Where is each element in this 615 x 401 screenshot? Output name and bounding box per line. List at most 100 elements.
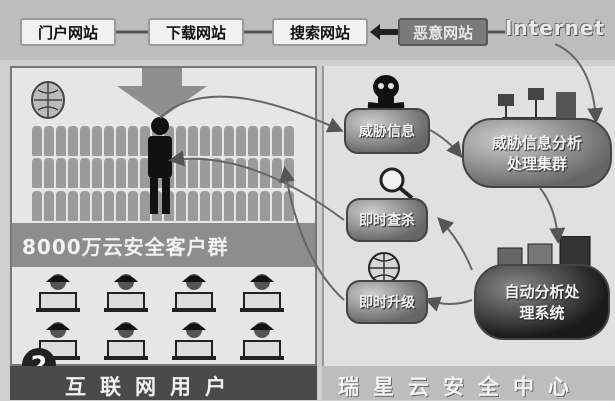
crowd-person — [56, 190, 66, 221]
crowd-person — [116, 190, 126, 221]
crowd-person — [68, 190, 78, 221]
crowd-person — [212, 158, 222, 189]
crowd-person — [272, 190, 282, 221]
crowd-person — [176, 190, 186, 221]
analysis-cluster-label: 威胁信息分析处理集群 — [491, 134, 582, 173]
crowd-person — [80, 126, 90, 156]
crowd-person — [260, 190, 270, 221]
crowd-person — [212, 190, 222, 221]
laptop-user-icon — [104, 322, 148, 360]
crowd-person — [200, 126, 210, 156]
auto-analysis-label: 自动分析处理系统 — [504, 283, 580, 322]
crowd-person — [188, 126, 198, 156]
crowd-person — [92, 190, 102, 221]
laptop-user-icon — [240, 322, 284, 360]
download-site-label: 下载网站 — [165, 23, 226, 42]
crowd-person — [248, 190, 258, 221]
crowd-person — [104, 158, 114, 189]
crowd-person — [188, 158, 198, 189]
top-bar: 门户网站 下载网站 搜索网站 恶意网站 Internet — [0, 0, 615, 60]
download-site-box: 下载网站 — [148, 18, 244, 46]
portal-site-box: 门户网站 — [20, 18, 116, 46]
threat-info-label: 威胁信息 — [359, 124, 415, 140]
auto-analysis-node: 自动分析处理系统 — [474, 264, 610, 340]
crowd-person — [140, 190, 150, 221]
laptop-user-icon — [172, 274, 216, 312]
instant-kill-node: 即时查杀 — [346, 198, 428, 242]
crowd-label: 8000万云安全客户群 — [22, 235, 229, 259]
magnifier-icon — [379, 167, 414, 200]
crowd-person — [260, 126, 270, 156]
crowd-person — [92, 126, 102, 156]
crowd-person — [224, 158, 234, 189]
users-footer: 互联网用户 — [10, 366, 317, 400]
laptop-user-icon — [172, 322, 216, 360]
laptop-user-icon — [104, 274, 148, 312]
crowd-person — [224, 126, 234, 156]
crowd-person — [176, 126, 186, 156]
crowd-person — [128, 158, 138, 189]
arrow-down-icon — [117, 68, 207, 118]
malware-site-box: 恶意网站 — [398, 18, 488, 46]
search-site-box: 搜索网站 — [272, 18, 368, 46]
instant-upgrade-label: 即时升级 — [359, 295, 415, 311]
crowd-person — [116, 126, 126, 156]
instant-upgrade-node: 即时升级 — [346, 280, 428, 324]
person-icon — [148, 117, 172, 214]
internet-label: Internet — [505, 16, 606, 40]
malware-site-label: 恶意网站 — [412, 23, 473, 42]
crowd-person — [236, 126, 246, 156]
cloud-center-footer-label: 瑞星云安全中心 — [338, 375, 583, 399]
crowd-band: 8000万云安全客户群 — [12, 223, 315, 267]
threat-info-node: 威胁信息 — [344, 108, 430, 154]
shield-globe-icon — [31, 81, 65, 119]
cloud-center-footer: 瑞星云安全中心 — [322, 366, 615, 400]
crowd-person — [140, 158, 150, 189]
crowd-person — [176, 158, 186, 189]
search-site-label: 搜索网站 — [289, 23, 350, 42]
crowd-person — [188, 190, 198, 221]
users-panel: 8000万云安全客户群 — [10, 66, 317, 366]
crowd-person — [200, 190, 210, 221]
crowd-person — [116, 158, 126, 189]
crowd-person — [104, 126, 114, 156]
crowd-person — [44, 126, 54, 156]
crowd-person — [80, 158, 90, 189]
cloud-center-panel: 威胁信息 威胁信息分析处理集群 即时查杀 即时升级 自动分析处理系统 — [322, 66, 615, 366]
crowd-person — [140, 126, 150, 156]
crowd-person — [56, 158, 66, 189]
crowd-person — [284, 190, 294, 221]
crowd-person — [80, 190, 90, 221]
users-footer-label: 互联网用户 — [65, 375, 240, 399]
laptop-user-icon — [36, 274, 80, 312]
crowd-person — [248, 158, 258, 189]
crowd-person — [236, 190, 246, 221]
crowd-person — [248, 126, 258, 156]
crowd-person — [128, 190, 138, 221]
crowd-person — [44, 158, 54, 189]
crowd-person — [272, 126, 282, 156]
analysis-cluster-node: 威胁信息分析处理集群 — [462, 118, 612, 188]
crowd-person — [224, 190, 234, 221]
crowd-person — [284, 126, 294, 156]
laptop-user-icon — [240, 274, 284, 312]
crowd-person — [68, 158, 78, 189]
crowd-person — [44, 190, 54, 221]
crowd-person — [200, 158, 210, 189]
crowd-person — [128, 126, 138, 156]
crowd-person — [212, 126, 222, 156]
portal-site-label: 门户网站 — [37, 23, 98, 42]
crowd-person — [236, 158, 246, 189]
crowd-person — [104, 190, 114, 221]
crowd-person — [272, 158, 282, 189]
crowd-person — [32, 158, 42, 189]
top-connectors — [116, 30, 505, 34]
crowd-person — [32, 126, 42, 156]
skull-icon — [367, 75, 405, 110]
crowd-person — [92, 158, 102, 189]
crowd-person — [56, 126, 66, 156]
crowd-person — [32, 190, 42, 221]
crowd-person — [68, 126, 78, 156]
instant-kill-label: 即时查杀 — [359, 213, 415, 229]
